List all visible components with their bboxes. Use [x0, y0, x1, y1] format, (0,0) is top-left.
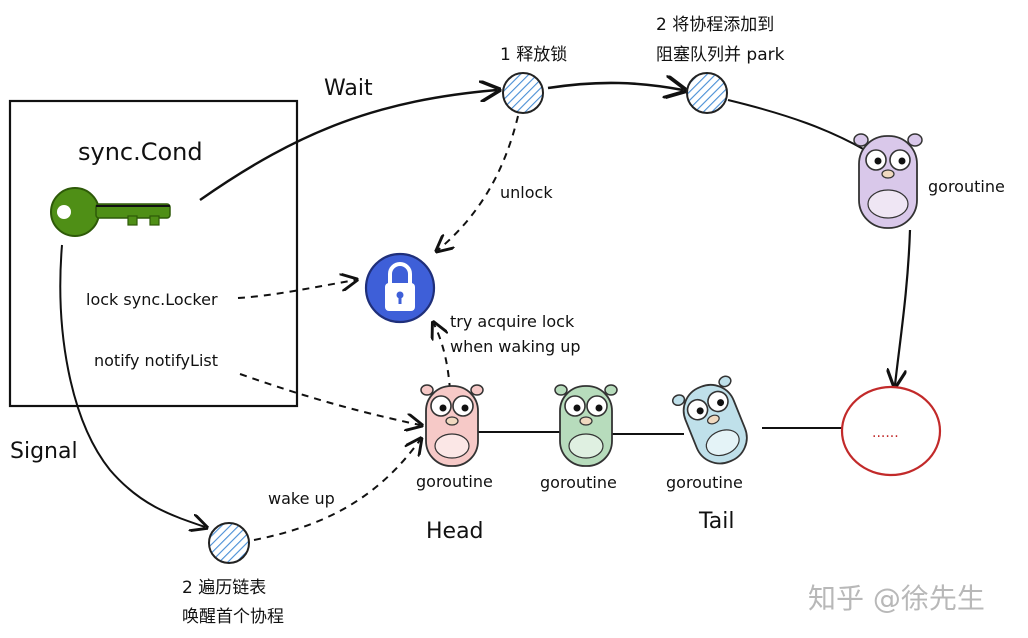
- sync-cond-box: [8, 99, 299, 408]
- wake-up-arrow: [253, 440, 420, 541]
- gopher-head-label: goroutine: [416, 472, 493, 491]
- traverse-step-label-2: 唤醒首个协程: [182, 607, 284, 627]
- queue-head-label: Head: [426, 519, 484, 544]
- signal-label: Signal: [10, 439, 78, 464]
- queue-more-node: [840, 385, 942, 477]
- notify-field-arrow: [239, 373, 420, 425]
- add-step-label-2: 阻塞队列并 park: [656, 45, 785, 65]
- release-step-label: 1 释放锁: [500, 45, 567, 65]
- gopher-middle-label: goroutine: [540, 473, 617, 492]
- unlock-label: unlock: [500, 183, 553, 202]
- try-acquire-arrow: [434, 324, 451, 391]
- field-lock: lock sync.Locker: [86, 290, 218, 309]
- release-step-node: [502, 72, 544, 114]
- gopher-top: [853, 133, 923, 229]
- traverse-step-node: [208, 522, 250, 564]
- traverse-step-label-1: 2 遍历链表: [182, 578, 266, 598]
- gopher-top-label: goroutine: [928, 177, 1005, 196]
- try-acquire-label-1: try acquire lock: [450, 312, 575, 331]
- gopher-head: [420, 384, 484, 467]
- gopher-tail: [671, 375, 748, 465]
- key-icon: [50, 187, 171, 237]
- release-to-add-arrow: [547, 83, 683, 90]
- unlock-arrow: [438, 115, 519, 250]
- queue-more-label: ......: [872, 425, 899, 441]
- gopher-to-ellipse-arrow: [895, 229, 912, 385]
- queue-tail-label: Tail: [698, 509, 735, 534]
- signal-arrow: [59, 244, 205, 527]
- watermark: 知乎 @徐先生: [808, 582, 985, 615]
- lock-icon: [364, 252, 436, 324]
- add-step-node: [686, 72, 728, 114]
- add-step-label-1: 2 将协程添加到: [656, 15, 774, 35]
- gopher-tail-label: goroutine: [666, 473, 743, 492]
- wake-up-label: wake up: [268, 489, 335, 508]
- add-to-gopher-line: [727, 99, 866, 151]
- gopher-middle: [554, 384, 618, 467]
- wait-arrow: [199, 90, 497, 201]
- try-acquire-label-2: when waking up: [450, 337, 581, 356]
- wait-label: Wait: [324, 76, 373, 101]
- box-title: sync.Cond: [78, 138, 203, 166]
- field-notify: notify notifyList: [94, 351, 218, 370]
